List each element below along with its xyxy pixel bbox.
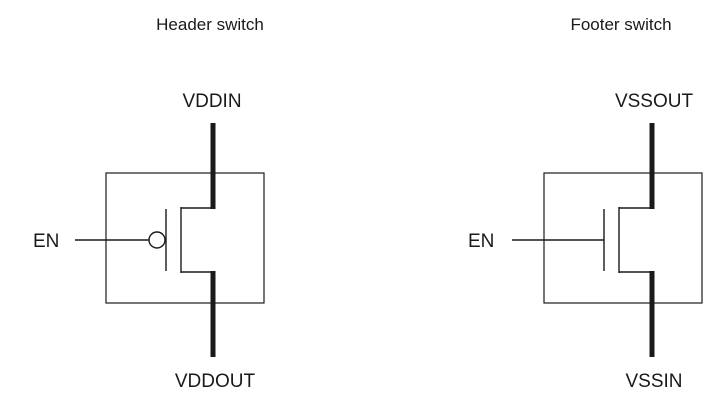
header-top-pin-label: VDDIN <box>182 91 241 112</box>
header-switch-box <box>105 172 265 304</box>
footer-gate-pin-label: EN <box>468 231 494 252</box>
footer-switch-box <box>543 172 703 304</box>
header-bottom-pin-label: VDDOUT <box>175 371 256 392</box>
footer-top-pin-label: VSSOUT <box>615 91 694 112</box>
header-switch: Header switch VDDIN EN VDDOUT <box>33 15 265 392</box>
header-gate-pin-label: EN <box>33 231 59 252</box>
header-switch-title: Header switch <box>156 15 264 34</box>
header-gate-bubble-icon <box>148 231 166 249</box>
footer-bottom-pin-label: VSSIN <box>625 371 682 392</box>
footer-switch: Footer switch VSSOUT EN VSSIN <box>468 15 703 392</box>
footer-switch-title: Footer switch <box>570 15 671 34</box>
